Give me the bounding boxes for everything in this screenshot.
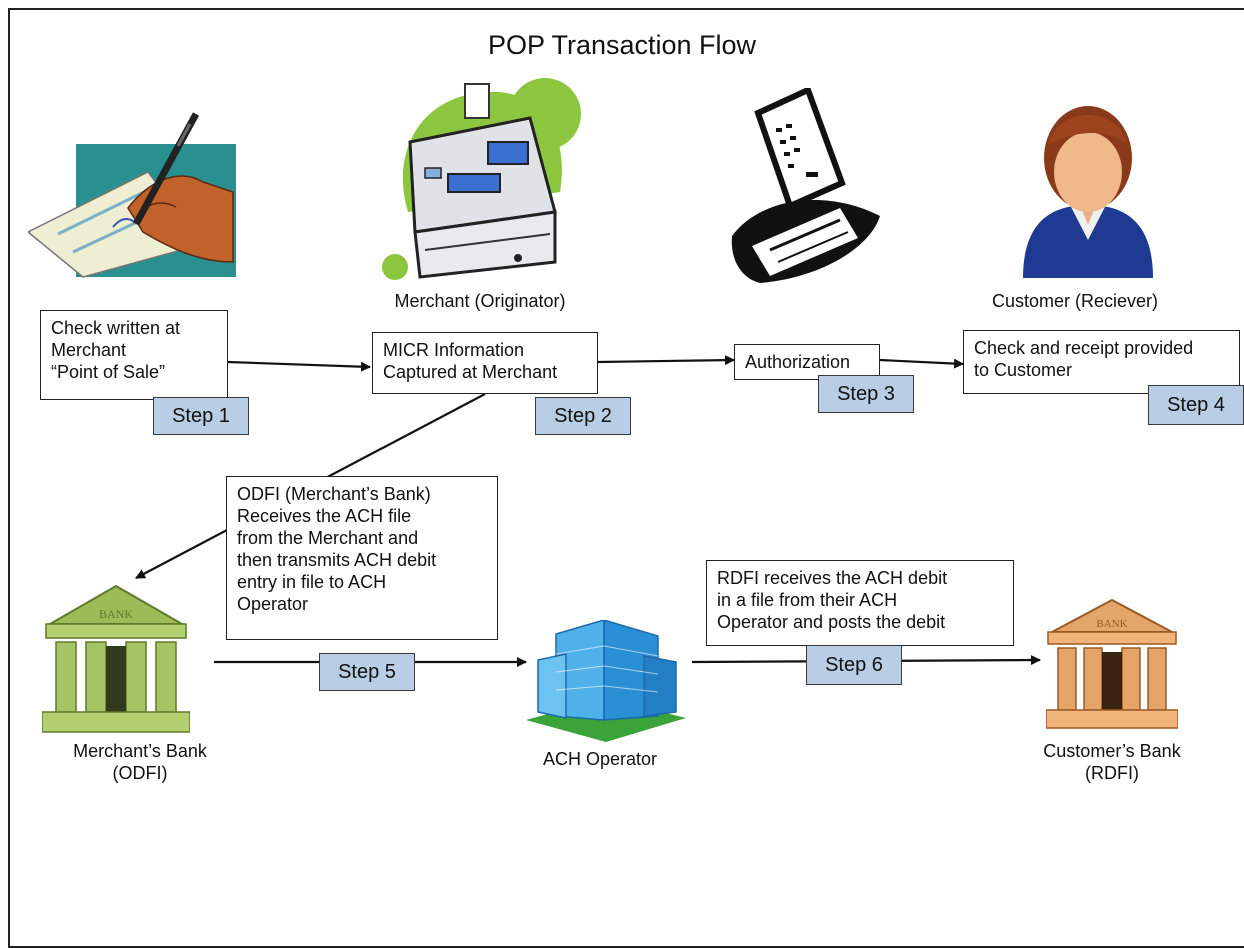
box-line: entry in file to ACH: [237, 572, 387, 592]
customer-bank-label-line2: (RDFI): [1085, 763, 1139, 783]
box-line: Receives the ACH file: [237, 506, 412, 526]
rdfi-box: RDFI receives the ACH debit in a file fr…: [706, 560, 1014, 646]
cash-register-icon: [382, 78, 581, 280]
bank-orange-icon: BANK: [1046, 598, 1178, 729]
merchant-label: Merchant (Originator): [394, 291, 566, 311]
svg-text:BANK: BANK: [99, 607, 133, 621]
box-line: RDFI receives the ACH debit: [717, 568, 948, 588]
customer-avatar-icon: [1023, 106, 1153, 278]
receipt-and-check-icon: [731, 88, 880, 283]
step-4-badge: Step 4: [1148, 385, 1244, 425]
step-3-badge: Step 3: [818, 375, 914, 413]
customer-label: Customer (Reciever): [991, 291, 1159, 311]
box-line: then transmits ACH debit: [237, 550, 437, 570]
step-5-badge: Step 5: [319, 653, 415, 691]
odfi-box: ODFI (Merchant’s Bank) Receives the ACH …: [226, 476, 498, 640]
box-line: ODFI (Merchant’s Bank): [237, 484, 431, 504]
step-2-badge: Step 2: [535, 397, 631, 435]
box-line: Check written at: [51, 318, 181, 338]
check-written-box: Check written at Merchant “Point of Sale…: [40, 310, 228, 400]
check-writing-hand-icon: [28, 112, 236, 278]
merchant-bank-label-line2: (ODFI): [112, 763, 168, 783]
ach-building-icon: [526, 620, 686, 742]
step-1-badge: Step 1: [153, 397, 249, 435]
arrow-micr-to-authorization: [597, 355, 735, 366]
box-line: in a file from their ACH: [717, 590, 898, 610]
bank-green-icon: BANK: [42, 584, 190, 733]
box-line: Operator: [237, 594, 309, 614]
box-line: from the Merchant and: [237, 528, 419, 548]
receipt-box: Check and receipt provided to Customer: [963, 330, 1240, 394]
box-line: Check and receipt provided: [974, 338, 1194, 358]
merchant-bank-label: Merchant’s Bank (ODFI): [40, 740, 240, 784]
arrow-authorization-to-receipt: [879, 358, 964, 369]
box-line: to Customer: [974, 360, 1073, 380]
diagram-title: POP Transaction Flow: [487, 30, 757, 60]
box-line: Operator and posts the debit: [717, 612, 946, 632]
box-line: Captured at Merchant: [383, 362, 558, 382]
box-line: “Point of Sale”: [51, 362, 166, 382]
box-line: Merchant: [51, 340, 127, 360]
customer-bank-label: Customer’s Bank (RDFI): [1012, 740, 1212, 784]
step-6-badge: Step 6: [806, 645, 902, 685]
box-line: Authorization: [745, 352, 851, 372]
svg-text:BANK: BANK: [1096, 618, 1127, 630]
authorization-box: Authorization: [734, 344, 880, 380]
micr-box: MICR Information Captured at Merchant: [372, 332, 598, 394]
customer-bank-label-line1: Customer’s Bank: [1043, 741, 1181, 761]
ach-operator-label: ACH Operator: [542, 749, 658, 769]
merchant-bank-label-line1: Merchant’s Bank: [73, 741, 207, 761]
arrow-step1-to-micr: [227, 360, 371, 372]
box-line: MICR Information: [383, 340, 525, 360]
